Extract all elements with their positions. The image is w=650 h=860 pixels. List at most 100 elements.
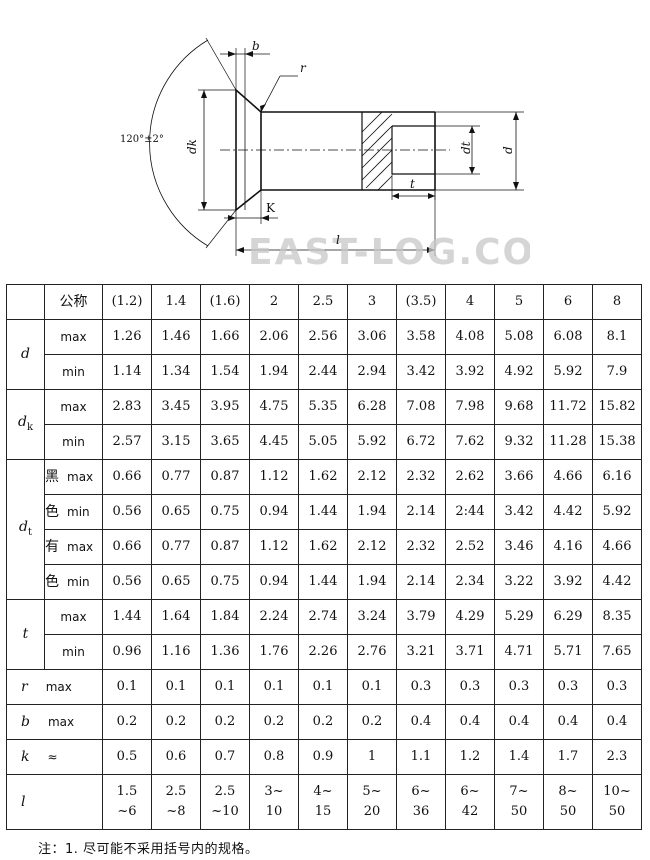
range-from: 7~ (509, 784, 529, 800)
value-cell: 3.15 (151, 424, 201, 460)
value-cell: 6.16 (592, 459, 642, 495)
black-char-2: 色 (45, 503, 59, 520)
value-cell: 1.12 (249, 459, 299, 495)
value-cell: 4.66 (592, 529, 642, 565)
value-cell: 1.7 (543, 739, 593, 775)
value-cell: 0.2 (102, 704, 152, 740)
value-cell: 0.2 (249, 704, 299, 740)
value-cell: 5.92 (592, 494, 642, 530)
label-l: l (336, 233, 340, 247)
value-cell: 2.44 (298, 354, 348, 390)
value-cell: (3.5) (396, 284, 446, 320)
symbol-subscript: t (27, 527, 32, 539)
value-cell: 11.28 (543, 424, 593, 460)
value-cell-range: 7~50 (494, 774, 544, 830)
value-cell: 0.1 (347, 669, 397, 705)
value-cell: 3.58 (396, 319, 446, 355)
value-cell: 0.7 (200, 739, 250, 775)
value-cell: 6.08 (543, 319, 593, 355)
value-cell: 2.3 (592, 739, 642, 775)
value-cell: 15.38 (592, 424, 642, 460)
value-cell: 0.2 (200, 704, 250, 740)
value-cell: 0.1 (151, 669, 201, 705)
value-cell: 0.56 (102, 564, 152, 600)
value-cell: 8.35 (592, 599, 642, 635)
label-dt: dt (459, 141, 473, 154)
label-b: b (252, 39, 260, 53)
value-cell: 5.92 (543, 354, 593, 390)
footnote: 注：1. 尽可能不采用括号内的规格。 (38, 842, 259, 857)
value-cell: 2.12 (347, 459, 397, 495)
value-cell: 2.12 (347, 529, 397, 565)
label-r: r (300, 61, 307, 75)
range-from: 4~ (313, 784, 333, 800)
label-t: t (410, 177, 415, 191)
value-cell: 0.6 (151, 739, 201, 775)
value-cell: 1.26 (102, 319, 152, 355)
value-cell: 0.4 (543, 704, 593, 740)
value-cell: 2.62 (445, 459, 495, 495)
value-cell: 6.29 (543, 599, 593, 635)
value-cell: 1.66 (200, 319, 250, 355)
value-cell-range: 5~20 (347, 774, 397, 830)
qualifier: max (47, 714, 75, 729)
value-cell: 2.56 (298, 319, 348, 355)
range-to: 50 (608, 804, 626, 819)
value-cell: 7.62 (445, 424, 495, 460)
value-cell: 0.4 (494, 704, 544, 740)
value-cell: 0.4 (592, 704, 642, 740)
label-dk: dk (185, 139, 199, 154)
value-cell: 15.82 (592, 389, 642, 425)
value-cell: 8.1 (592, 319, 642, 355)
value-cell: 3.46 (494, 529, 544, 565)
range-to: ~10 (211, 804, 239, 819)
value-cell: 3 (347, 284, 397, 320)
value-cell: 0.66 (102, 459, 152, 495)
qualifier: ≈ (47, 749, 58, 764)
value-cell: 0.1 (298, 669, 348, 705)
range-to: 42 (461, 804, 479, 819)
value-cell: 0.56 (102, 494, 152, 530)
value-cell: 2.52 (445, 529, 495, 565)
value-cell: (1.2) (102, 284, 152, 320)
value-cell: 2.74 (298, 599, 348, 635)
value-cell: 3.66 (494, 459, 544, 495)
qual-max: max (44, 599, 103, 635)
value-cell: 1.62 (298, 459, 348, 495)
value-cell: 0.4 (396, 704, 446, 740)
value-cell: 3.24 (347, 599, 397, 635)
range-from: 8~ (558, 784, 578, 800)
value-cell: 0.2 (151, 704, 201, 740)
value-cell: 1.94 (347, 494, 397, 530)
range-to: 50 (510, 804, 528, 819)
value-cell: 1.2 (445, 739, 495, 775)
symbol: b (21, 713, 30, 730)
value-cell: 4.08 (445, 319, 495, 355)
value-cell: 1.4 (494, 739, 544, 775)
value-cell: 0.75 (200, 564, 250, 600)
value-cell: 4.71 (494, 634, 544, 670)
value-cell: 0.2 (298, 704, 348, 740)
value-cell-range: 6~42 (445, 774, 495, 830)
value-cell: 5.71 (543, 634, 593, 670)
value-cell: 0.8 (249, 739, 299, 775)
range-from: 3~ (264, 784, 284, 800)
value-cell: 1.16 (151, 634, 201, 670)
value-cell: 0.3 (494, 669, 544, 705)
range-from: 6~ (460, 784, 480, 800)
value-cell: 0.1 (102, 669, 152, 705)
value-cell: 5.35 (298, 389, 348, 425)
symbol: d (19, 519, 28, 536)
value-cell: 2.24 (249, 599, 299, 635)
value-cell-range: 10~50 (592, 774, 642, 830)
qual-min: min (44, 354, 103, 390)
value-cell: 0.2 (347, 704, 397, 740)
value-cell: 1.94 (347, 564, 397, 600)
